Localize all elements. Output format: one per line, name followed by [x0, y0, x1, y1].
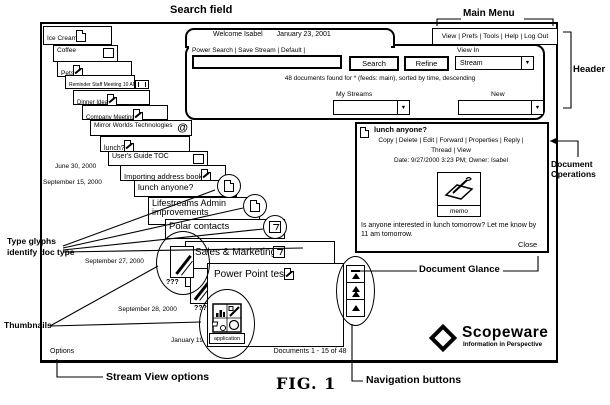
type-glyph-circle: [217, 174, 241, 198]
unknown-thumb-label: ???: [194, 305, 207, 312]
stream-card-importing-address-book[interactable]: Importing address book: [120, 165, 226, 181]
document-glance-label: Document Glance: [419, 264, 500, 275]
thumbnail-magnifier-circle: [156, 231, 210, 295]
main-menu-label: Main Menu: [463, 8, 515, 19]
main-menu-bar[interactable]: View | Prefs | Tools | Help | Log Out: [432, 28, 558, 45]
stream-card-users-guide[interactable]: User's Guide TOC: [108, 151, 208, 166]
reminder-icon: [135, 80, 149, 89]
page-icon: [250, 200, 260, 212]
scroll-to-top-button[interactable]: [346, 265, 365, 283]
unknown-thumb-label: ???: [166, 279, 179, 286]
stream-date: January 19: [171, 337, 203, 344]
chevron-down-icon[interactable]: ▼: [521, 57, 533, 69]
note-icon: [284, 268, 294, 280]
up-arrow-icon: [352, 305, 360, 311]
main-menu-items[interactable]: View | Prefs | Tools | Help | Log Out: [442, 33, 549, 40]
document-operations-row1[interactable]: Copy | Delete | Edit | Forward | Propert…: [357, 137, 545, 144]
view-in-label: View In: [457, 47, 479, 54]
thumbnail-magnifier-circle: [199, 289, 255, 359]
chevron-down-icon[interactable]: ▼: [397, 101, 409, 114]
stream-date: September 15, 2000: [43, 179, 102, 186]
new-label: New: [491, 91, 505, 98]
scopeware-tagline: Information in Perspective: [463, 341, 542, 348]
contacts-icon: [269, 221, 281, 233]
current-date: January 23, 2001: [277, 31, 331, 38]
stream-card-dinner-idea[interactable]: Dinner Idea: [73, 90, 150, 105]
scopeware-logo-text: Scopeware: [462, 324, 548, 342]
glance-meta: Date: 9/27/2000 3:23 PM; Owner: Isabel: [357, 157, 545, 164]
search-input[interactable]: [192, 55, 342, 69]
refine-button[interactable]: Refine: [404, 56, 449, 71]
search-button[interactable]: Search: [349, 56, 399, 71]
glance-body: Is anyone interested in lunch tomorrow? …: [361, 221, 545, 240]
contacts-icon: [273, 246, 285, 258]
type-glyphs-label: Type glyphs identify doc type: [7, 236, 75, 258]
new-select[interactable]: ▼: [458, 100, 544, 115]
document-icon: [193, 154, 204, 164]
welcome-text: Welcome Isabel: [213, 31, 263, 38]
stream-date: September 27, 2000: [85, 258, 144, 265]
header-label: Header: [573, 64, 605, 75]
memo-icon-drawing: [442, 176, 476, 202]
header-bracket: [563, 32, 571, 108]
step-up-button[interactable]: [346, 299, 365, 317]
up-arrow-icon: [352, 273, 360, 279]
documents-count: Documents 1 - 15 of 48: [255, 348, 365, 355]
stream-card-ice-cream[interactable]: Ice Cream: [43, 26, 112, 45]
top-bar-icon: [351, 270, 360, 272]
search-mode-tabs[interactable]: Power Search | Save Stream | Default |: [192, 47, 305, 54]
thumbnails-label: Thumbnails: [4, 320, 52, 330]
document-operations-row2[interactable]: Thread | View: [357, 147, 545, 154]
close-link[interactable]: Close: [518, 240, 537, 249]
type-glyph-circle: [263, 215, 287, 239]
figure-label: FIG. 1: [276, 374, 336, 393]
chevron-down-icon[interactable]: ▼: [531, 101, 543, 114]
stream-card-reminder[interactable]: Reminder Staff Meeting 10 AM: [65, 75, 135, 89]
view-in-select[interactable]: Stream ▼: [455, 56, 534, 70]
welcome-bar: Welcome Isabel January 23, 2001: [213, 31, 331, 38]
stream-card-lunch-anyone[interactable]: lunch anyone?: [134, 180, 237, 197]
stream-view-options-label: Stream View options: [106, 371, 209, 383]
up-arrow-icon: [352, 291, 360, 297]
stream-card-lunch[interactable]: lunch?: [100, 136, 190, 152]
view-in-value: Stream: [460, 60, 483, 67]
type-glyph-circle: [243, 194, 267, 218]
document-icon: [103, 48, 114, 58]
stream-date: June 30, 2000: [55, 163, 96, 170]
my-streams-select[interactable]: ▼: [333, 100, 410, 115]
navigation-buttons-label: Navigation buttons: [366, 374, 461, 386]
results-summary: 48 documents found for * (feeds: main), …: [235, 75, 525, 82]
email-icon: @: [177, 123, 188, 133]
glance-title: lunch anyone?: [374, 125, 427, 134]
stream-card-mirror-worlds[interactable]: Mirror Worlds Technologies @: [90, 120, 192, 136]
doc-type-badge: memo: [437, 205, 481, 217]
document-operations-label: Document Operations: [551, 159, 596, 179]
stream-date: September 28, 2000: [118, 306, 177, 313]
search-field-label: Search field: [170, 4, 232, 16]
memo-icon: [437, 172, 481, 206]
page-up-button[interactable]: [346, 282, 365, 300]
page-icon: [76, 30, 86, 42]
options-link[interactable]: Options: [50, 348, 74, 355]
stream-card-coffee[interactable]: Coffee: [53, 45, 118, 62]
my-streams-label: My Streams: [336, 91, 372, 98]
stream-card-company-meeting[interactable]: Company Meeting: [82, 105, 168, 120]
page-icon: [224, 180, 234, 192]
